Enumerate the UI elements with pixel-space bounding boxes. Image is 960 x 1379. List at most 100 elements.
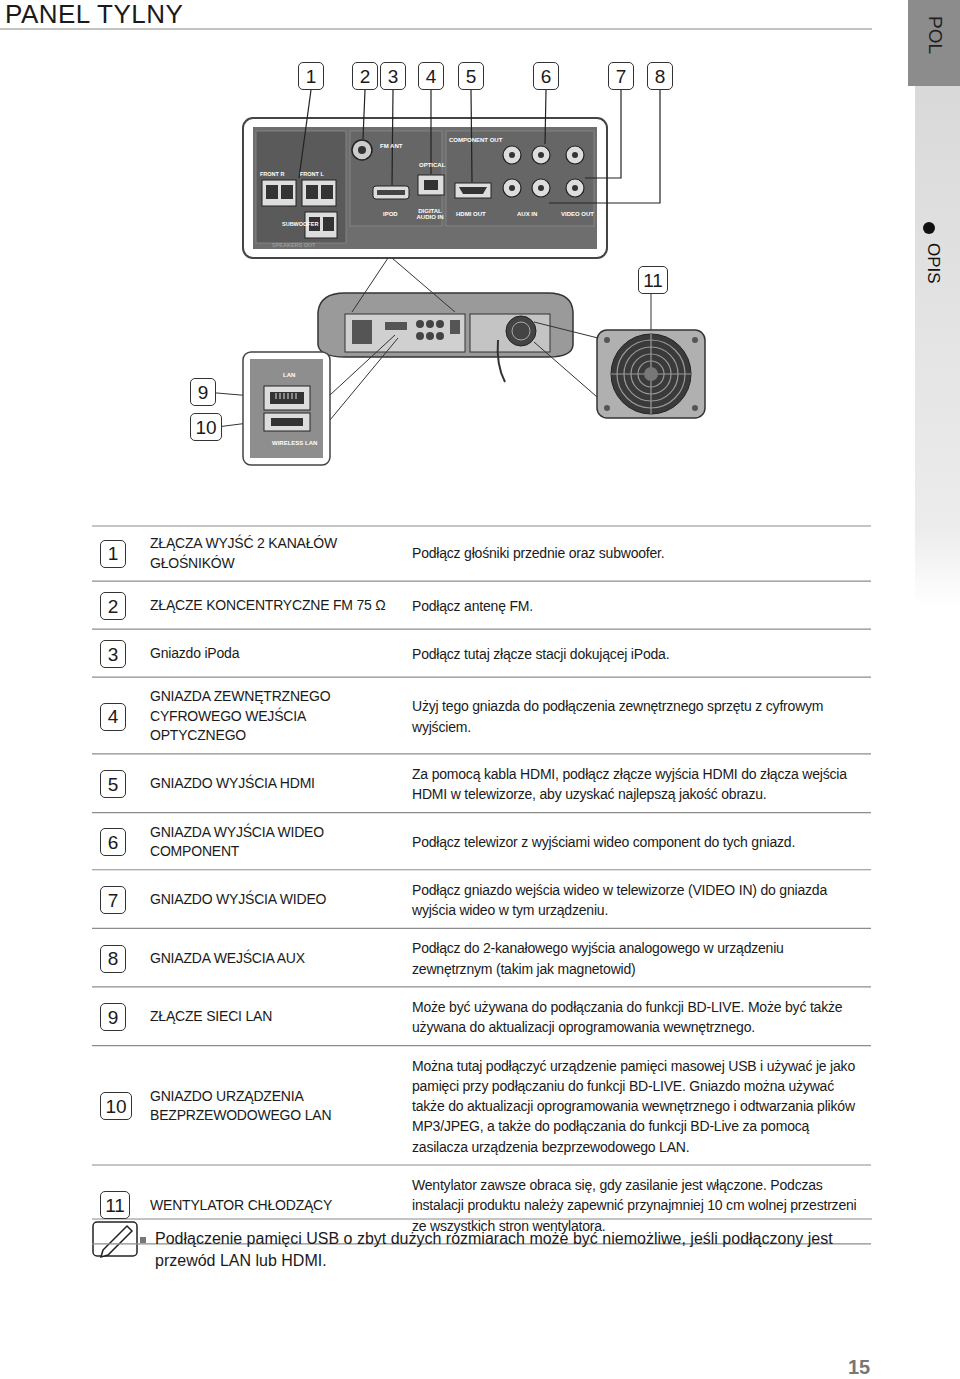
callout-number: 11 <box>100 1191 130 1219</box>
section-tab: POL <box>924 16 946 54</box>
illustration-part <box>436 332 444 340</box>
illustration-part <box>377 190 405 195</box>
table-cell: ZŁĄCZE KONCENTRYCZNE FM 75 Ω <box>150 596 395 616</box>
callout-number: 5 <box>458 62 484 90</box>
illustration-part <box>566 146 584 164</box>
illustration-part <box>363 90 365 139</box>
callout-text: 7 <box>108 891 119 910</box>
callout-text: 8 <box>108 949 119 968</box>
illustration-part <box>253 127 597 249</box>
callout-number: 2 <box>352 62 378 90</box>
illustration-part <box>92 581 871 582</box>
port-label: COMPONENT OUT <box>449 137 502 143</box>
illustration-part <box>92 677 871 678</box>
illustration-part <box>93 1222 137 1256</box>
port-label: DIGITAL AUDIO IN <box>416 208 444 221</box>
illustration-part <box>92 1164 871 1165</box>
port-label: SPEAKERS OUT <box>272 243 315 249</box>
illustration-part <box>256 131 346 243</box>
illustration-part <box>611 334 691 414</box>
illustration-part <box>498 340 505 382</box>
illustration-part <box>503 146 584 197</box>
illustration-part <box>318 293 573 357</box>
illustration-part <box>392 258 455 312</box>
port-label: SUBWOOFER <box>282 222 318 228</box>
table-cell: Użyj tego gniazda do podłączenia zewnętr… <box>412 696 867 737</box>
illustration-part <box>330 338 398 420</box>
illustration-part <box>296 393 297 399</box>
illustration-part <box>416 320 424 328</box>
illustration-part <box>243 352 330 465</box>
illustration-part <box>430 90 431 174</box>
illustration-part <box>323 217 334 231</box>
callout-text: 1 <box>306 67 317 86</box>
illustration-part <box>908 0 960 86</box>
port-label: AUX IN <box>517 211 537 217</box>
illustration-part <box>92 629 871 630</box>
illustration-part <box>92 928 871 929</box>
illustration-part <box>923 222 935 234</box>
illustration-part <box>101 1226 132 1257</box>
table-cell: Za pomocą kabla HDMI, podłącz złącze wyj… <box>412 764 867 805</box>
table-cell: GNIAZDA WEJŚCIA AUX <box>150 949 395 969</box>
table-cell: Może być używana do podłączania do funkc… <box>412 997 867 1038</box>
illustration-part <box>512 322 530 340</box>
callout-text: 10 <box>105 1097 126 1116</box>
callout-text: 1 <box>108 544 119 563</box>
illustration-part <box>509 152 515 158</box>
page-number: 15 <box>848 1356 870 1379</box>
illustration-part <box>276 393 277 399</box>
illustration-part <box>345 314 465 352</box>
illustration-part <box>280 393 281 399</box>
illustration-part <box>572 152 578 158</box>
port-label: IPOD <box>383 211 398 217</box>
callout-number: 11 <box>638 266 668 294</box>
table-cell: Podłącz gniazdo wejścia wideo w telewizo… <box>412 880 867 921</box>
illustration-part <box>92 986 871 987</box>
illustration-part <box>470 314 550 352</box>
illustration-part <box>302 180 336 206</box>
callout-number: 1 <box>100 540 126 568</box>
illustration-part <box>459 187 487 194</box>
callout-number: 3 <box>100 640 126 668</box>
callout-text: 9 <box>198 383 209 402</box>
illustration-part <box>243 118 607 258</box>
callout-number: 6 <box>533 62 559 90</box>
table-cell: Podłącz antenę FM. <box>412 596 867 616</box>
illustration-part <box>250 359 323 458</box>
illustration-part <box>538 185 544 191</box>
illustration-part <box>509 185 515 191</box>
table-cell: GNIAZDA WYJŚCIA WIDEO COMPONENT <box>150 823 395 862</box>
illustration-part <box>545 90 546 144</box>
illustration-part <box>266 185 278 199</box>
callout-number: 3 <box>380 62 406 90</box>
illustration-part <box>392 90 393 185</box>
illustration-part <box>915 86 960 606</box>
callout-number: 4 <box>100 703 126 731</box>
illustration-part <box>292 393 293 399</box>
illustration-part <box>532 146 550 164</box>
table-cell: ZŁĄCZE SIECI LAN <box>150 1007 395 1027</box>
illustration-part <box>503 179 521 197</box>
illustration-part <box>321 185 333 199</box>
callout-number: 6 <box>100 828 126 856</box>
chapter-tab: OPIS <box>923 243 943 284</box>
callout-text: 6 <box>541 67 552 86</box>
table-cell: GNIAZDO WYJŚCIA WIDEO <box>150 890 395 910</box>
illustration-part <box>549 90 660 203</box>
illustration-part <box>330 335 395 395</box>
callout-text: 4 <box>426 67 437 86</box>
illustration-part <box>424 180 438 190</box>
illustration-part <box>611 334 691 414</box>
callout-number: 8 <box>100 945 126 973</box>
illustration-part <box>358 146 366 154</box>
illustration-part <box>503 146 521 164</box>
callout-number: 9 <box>190 378 216 406</box>
callout-text: 5 <box>466 67 477 86</box>
illustration-part <box>572 185 578 191</box>
callout-text: 3 <box>388 67 399 86</box>
callout-number: 10 <box>100 1092 132 1120</box>
port-label: FM ANT <box>380 143 402 149</box>
callout-text: 5 <box>108 775 119 794</box>
illustration-part <box>604 337 698 411</box>
